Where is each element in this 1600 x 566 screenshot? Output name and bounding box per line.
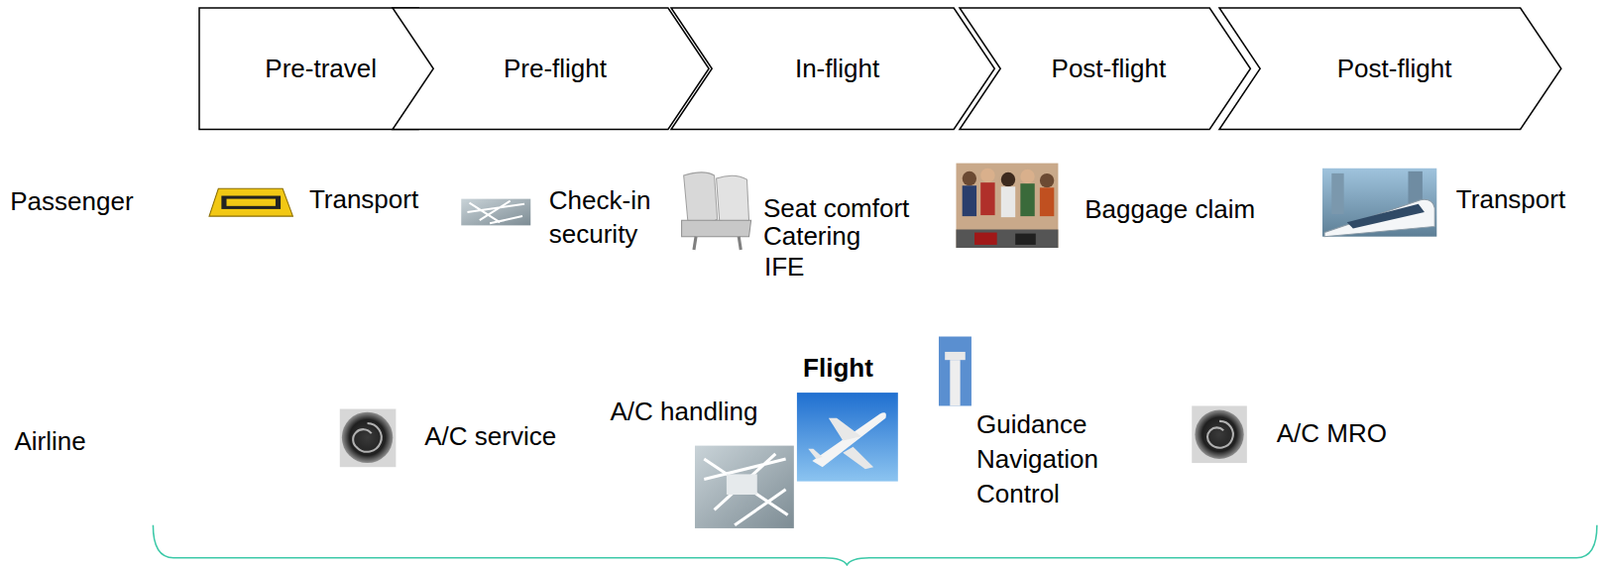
engine-icon	[1191, 405, 1248, 463]
activity-label: Flight	[802, 352, 874, 383]
activity-label: IFE	[764, 251, 804, 282]
phase-chevron: In-flight	[671, 7, 995, 129]
baggage-claim-photo	[955, 163, 1058, 248]
phase-name: Post-flight	[1051, 53, 1167, 85]
airport-photo	[460, 199, 531, 227]
chevron-shape	[671, 7, 995, 129]
activity-label: A/C service	[424, 421, 557, 452]
activity-label: Control	[976, 478, 1060, 509]
chevron-shape	[959, 7, 1251, 129]
engine-icon	[340, 409, 397, 468]
phase-name: Pre-travel	[264, 53, 377, 85]
train-photo	[1322, 168, 1437, 237]
row-label: Airline	[13, 426, 86, 457]
airport-photo	[694, 446, 795, 529]
activity-label: Transport	[1456, 184, 1566, 215]
phase-chevron: Post-flight	[1219, 7, 1562, 129]
control-tower-photo	[938, 337, 972, 407]
activity-label: Guidance	[976, 409, 1087, 440]
taxi-icon	[209, 188, 293, 217]
chevron-shape	[1219, 7, 1562, 129]
curly-bracket	[152, 525, 1598, 566]
row-label: Passenger	[9, 186, 133, 217]
seat-photo	[682, 172, 752, 250]
plane-photo	[797, 392, 899, 482]
chevron-shape	[392, 7, 709, 129]
activity-label: Seat comfort	[763, 193, 910, 224]
activity-label: Check-in security	[549, 183, 683, 251]
phase-name: Post-flight	[1337, 53, 1453, 85]
phase-name: In-flight	[795, 53, 880, 85]
phase-name: Pre-flight	[503, 53, 607, 85]
phase-chevron: Pre-flight	[392, 7, 709, 129]
activity-label: A/C handling	[610, 396, 759, 427]
phase-chevron: Post-flight	[959, 7, 1251, 129]
activity-label: A/C MRO	[1276, 418, 1387, 449]
activity-label: Transport	[309, 184, 419, 215]
activity-label: Baggage claim	[1084, 194, 1256, 225]
activity-label: Catering	[763, 221, 861, 251]
activity-label: Navigation	[976, 444, 1099, 474]
